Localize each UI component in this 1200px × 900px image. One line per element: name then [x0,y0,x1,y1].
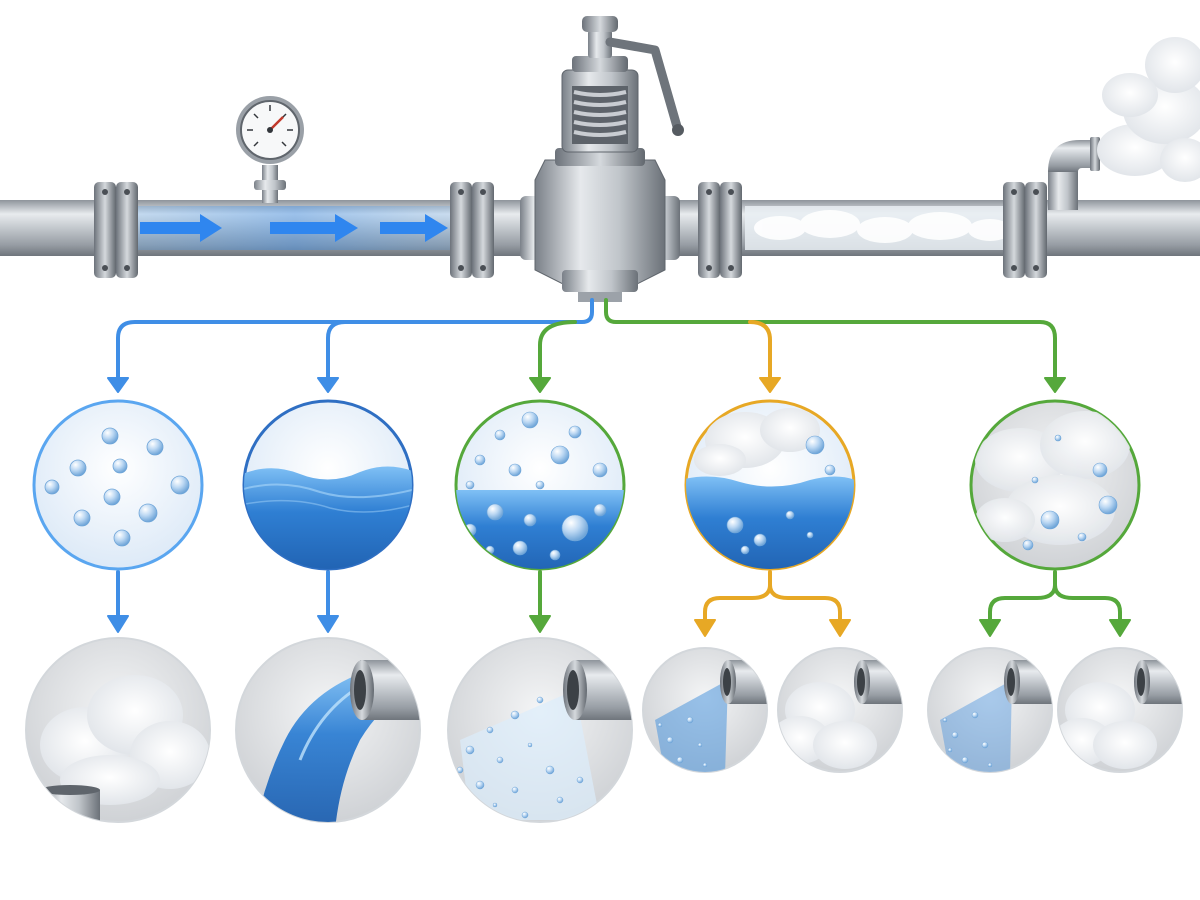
outlet-1-vapor-discharge [25,637,211,823]
line-to-branch-1 [116,320,577,382]
line-to-branch-4 [748,320,772,382]
flange-1 [94,182,138,278]
arrowhead-5 [1044,377,1066,393]
pressure-gauge-icon [236,96,304,203]
flow-arrows [140,214,448,242]
flange-2 [450,182,494,278]
vent-elbow-icon [1048,137,1100,210]
pressure-relief-valve-icon [520,16,684,302]
flow-arrow-1 [140,214,222,242]
arrowhead-2 [317,377,339,393]
distribution-lines [107,298,1131,637]
outlet-2-liquid-discharge [235,637,421,823]
outlet-4a-spray-discharge [642,647,768,773]
branch-4-media-liquid-vapor [684,399,856,571]
vapor-in-pipe [754,210,1012,243]
branch-1-media-gas-bubbles [32,399,204,571]
outlet-4b-vapor-discharge [777,647,903,773]
outlet-5a-spray-discharge [927,647,1053,773]
pipeline [0,16,1200,302]
line-to-branch-3 [538,320,577,382]
arrowhead-3 [529,377,551,393]
line-to-branch-2 [326,320,347,382]
flange-4 [1003,182,1047,278]
vent-vapor-cloud [1097,37,1200,182]
outlet-5b-vapor-discharge [1057,647,1183,773]
branch-2-media-liquid [242,399,414,571]
flow-arrow-3 [380,214,448,242]
flange-3 [698,182,742,278]
flow-arrow-2 [270,214,358,242]
arrowhead-4 [759,377,781,393]
branch-5-media-vapor-droplets [969,399,1141,571]
branch-3-media-two-phase [454,399,626,571]
outlet-3-spray-discharge [447,637,633,823]
outlet-split-4 [703,570,842,624]
outlet-split-5 [988,570,1122,624]
arrowhead-1 [107,377,129,393]
